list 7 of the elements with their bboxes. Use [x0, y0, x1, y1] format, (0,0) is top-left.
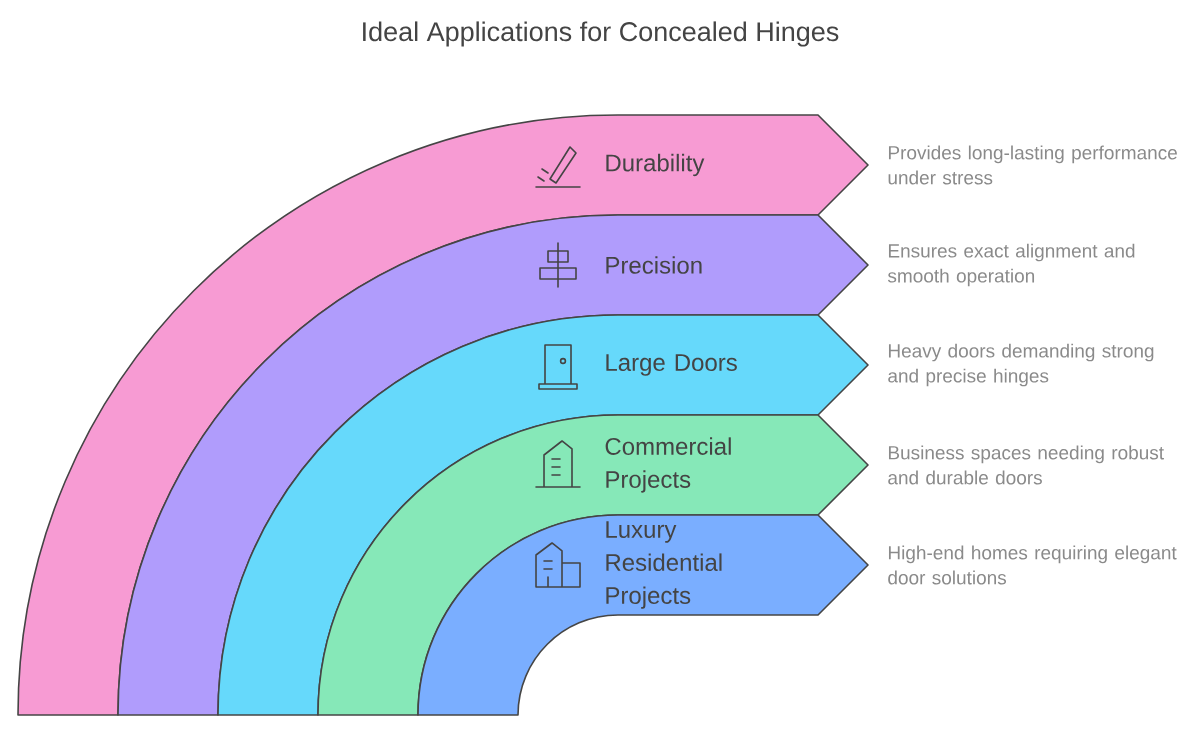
description: Ensures exact alignment and smooth operation: [887, 243, 1135, 287]
description: Business spaces needing robust and durable doors: [888, 445, 1164, 485]
title: Ideal Applications for Concealed Hinges: [363, 21, 839, 47]
band: Luxury Residential Projects: [417, 514, 869, 716]
description: Heavy doors demanding strong and precise hinges: [888, 343, 1154, 387]
description: High-end homes requiring elegant door solutions: [888, 545, 1177, 585]
description: Provides long-lasting performance under stress: [888, 145, 1177, 185]
